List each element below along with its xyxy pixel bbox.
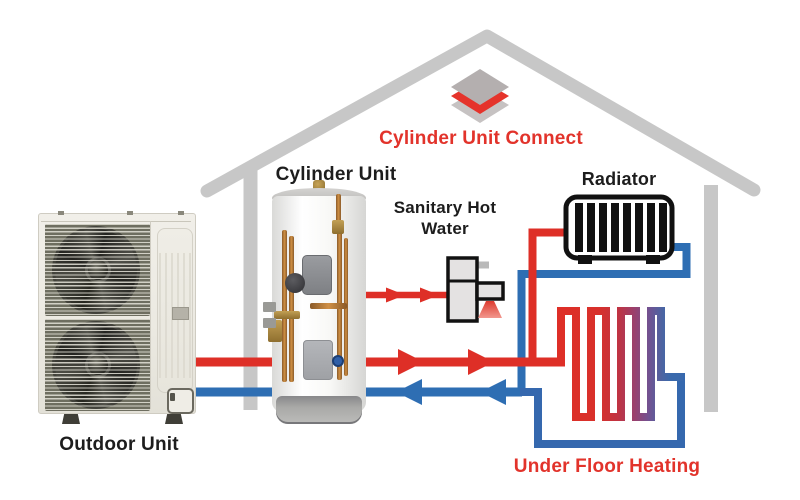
cabinet-seam: [41, 221, 191, 222]
cabinet-tab: [58, 211, 64, 215]
pressure-gauge: [332, 355, 344, 367]
flow-arrow-hot-2: [468, 349, 494, 375]
cabinet-tab: [178, 211, 184, 215]
hot-water-tap-icon: [446, 256, 505, 323]
copper-pipe: [310, 303, 347, 309]
flow-arrow-hot-1: [398, 349, 424, 375]
brass-valve: [274, 311, 300, 319]
underfloor-loop-pipe: [557, 307, 683, 421]
flow-arrow-sanitary-1: [386, 287, 405, 303]
fan-grille: [45, 319, 150, 411]
cabinet-tab: [127, 211, 133, 215]
circulation-pump: [285, 273, 305, 293]
cabinet-seam: [150, 221, 151, 409]
water-spray-icon: [478, 301, 502, 318]
layer-top: [451, 69, 509, 105]
flow-arrow-return-1: [396, 379, 422, 405]
outdoor-unit-label: Outdoor Unit: [59, 434, 179, 455]
cylinder-unit-label: Cylinder Unit: [275, 164, 397, 185]
pipe-connection-box: [167, 388, 194, 414]
underfloor-return-pipe: [520, 373, 685, 448]
control-box: [302, 255, 332, 295]
copper-pipe: [336, 194, 341, 234]
house-wall-left: [243, 168, 258, 410]
copper-pipe: [282, 230, 287, 382]
connector-block: [263, 318, 276, 328]
brass-valve: [332, 220, 344, 234]
radiator-supply-pipe: [528, 228, 567, 366]
copper-pipe: [289, 236, 294, 382]
outdoor-unit-image: [38, 211, 196, 425]
pipe-port: [170, 393, 175, 401]
rating-plate: [172, 307, 189, 320]
fan-icon: [45, 319, 150, 411]
flow-arrow-sanitary-2: [420, 287, 439, 303]
cylinder-unit-image: [263, 180, 366, 428]
cylinder-unit-connect-label: Cylinder Unit Connect: [379, 128, 583, 149]
radiator-return-pipe: [517, 243, 691, 396]
connector-block: [263, 302, 276, 312]
layers-stack-icon: [451, 69, 509, 123]
under-floor-heating-label: Under Floor Heating: [513, 456, 701, 477]
tank-base: [276, 396, 362, 424]
fan-icon: [45, 224, 150, 316]
house-wall-right: [704, 185, 718, 412]
radiator-label: Radiator: [581, 169, 657, 189]
sanitary-hot-water-label: Sanitary Hot Water: [393, 198, 497, 238]
radiator-icon: [563, 194, 675, 264]
fan-grille: [45, 224, 150, 316]
house-roof: [200, 29, 761, 198]
unit-foot: [165, 414, 183, 424]
unit-foot: [62, 414, 80, 424]
control-box: [303, 340, 333, 380]
flow-arrow-return-2: [480, 379, 506, 405]
